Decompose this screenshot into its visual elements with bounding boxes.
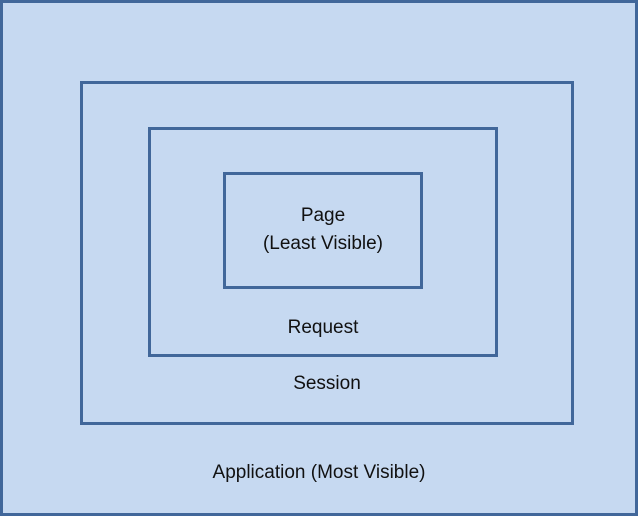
session-scope-label: Session	[293, 373, 361, 394]
request-scope-label: Request	[287, 317, 359, 338]
page-scope-label-line1: Page	[300, 205, 346, 226]
application-scope-label: Application (Most Visible)	[212, 462, 426, 483]
page-scope-label: Page (Least Visible)	[223, 202, 423, 258]
page-scope-label-line2: (Least Visible)	[262, 233, 384, 254]
page-scope-box	[223, 172, 423, 289]
